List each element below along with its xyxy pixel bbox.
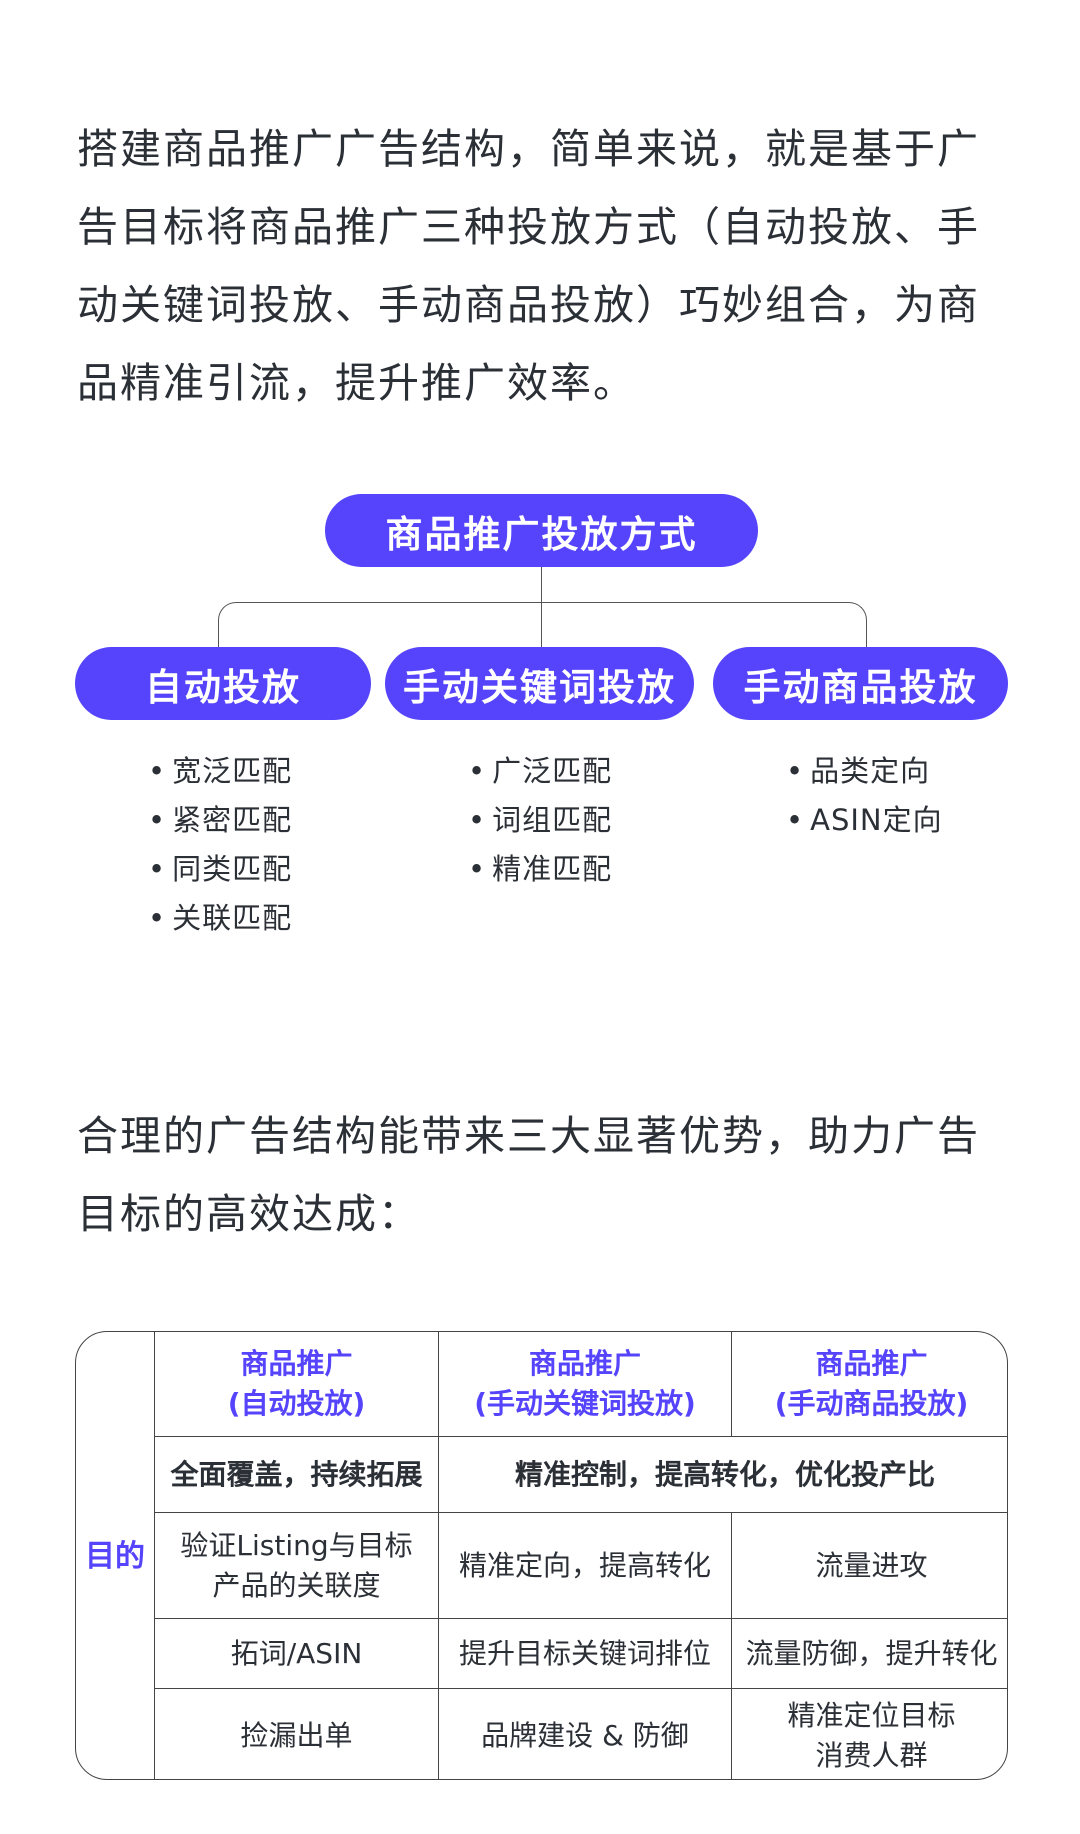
- summary-paragraph: 合理的广告结构能带来三大显著优势，助力广告目标的高效达成：: [77, 1112, 980, 1238]
- auto-items: 宽泛匹配 紧密匹配 同类匹配 关联匹配: [148, 747, 292, 943]
- table-cell: 提升目标关键词排位: [438, 1618, 731, 1688]
- column-header: 商品推广 (手动关键词投放): [438, 1332, 731, 1436]
- column-header: 商品推广 (手动商品投放): [731, 1332, 1007, 1436]
- branch-manual-product: 手动商品投放: [713, 647, 1008, 720]
- list-item: 宽泛匹配: [148, 747, 292, 796]
- table-cell: 全面覆盖，持续拓展: [154, 1436, 438, 1512]
- list-item: 同类匹配: [148, 845, 292, 894]
- connector-branches: [218, 602, 867, 648]
- table-cell: 流量防御，提升转化: [731, 1618, 1007, 1688]
- list-item: 广泛匹配: [468, 747, 612, 796]
- list-item: ASIN定向: [786, 796, 943, 845]
- list-item: 词组匹配: [468, 796, 612, 845]
- column-header: 商品推广 (自动投放): [154, 1332, 438, 1436]
- table-cell: 精准控制，提高转化，优化投产比: [438, 1436, 1007, 1512]
- table-cell: 拓词/ASIN: [154, 1618, 438, 1688]
- branch-manual-keyword: 手动关键词投放: [385, 647, 694, 720]
- table-cell: 精准定向，提高转化: [438, 1512, 731, 1618]
- list-item: 品类定向: [786, 747, 943, 796]
- table-cell: 品牌建设 & 防御: [438, 1688, 731, 1779]
- row-header: 目的: [85, 1538, 145, 1574]
- table-cell: 捡漏出单: [154, 1688, 438, 1779]
- table-cell: 精准定位目标 消费人群: [731, 1688, 1007, 1779]
- table-cell: 验证Listing与目标 产品的关联度: [154, 1512, 438, 1618]
- list-item: 精准匹配: [468, 845, 612, 894]
- comparison-table: 目的 商品推广 (自动投放) 商品推广 (手动关键词投放) 商品推广 (手动商品…: [75, 1331, 1008, 1780]
- branch-auto: 自动投放: [75, 647, 371, 720]
- table-cell: 流量进攻: [731, 1512, 1007, 1618]
- list-item: 关联匹配: [148, 894, 292, 943]
- connector-trunk: [541, 567, 542, 647]
- product-items: 品类定向 ASIN定向: [786, 747, 943, 845]
- keyword-items: 广泛匹配 词组匹配 精准匹配: [468, 747, 612, 894]
- intro-paragraph: 搭建商品推广广告结构，简单来说，就是基于广告目标将商品推广三种投放方式（自动投放…: [77, 125, 980, 407]
- list-item: 紧密匹配: [148, 796, 292, 845]
- diagram-root: 商品推广投放方式: [325, 494, 758, 567]
